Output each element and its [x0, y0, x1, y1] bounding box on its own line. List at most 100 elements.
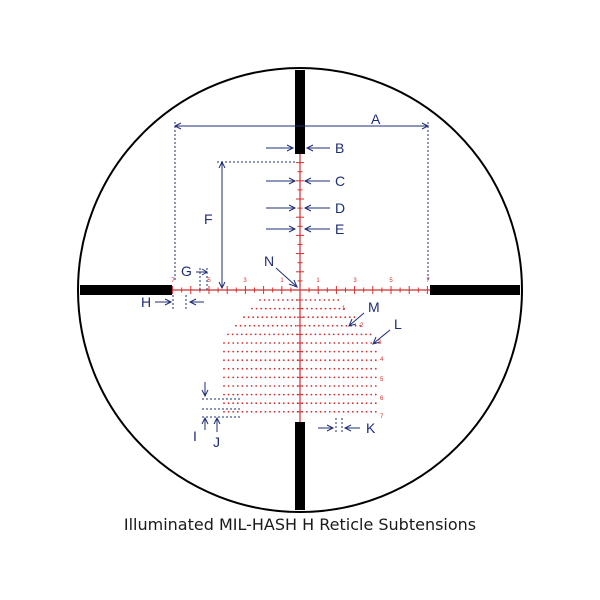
tree-dot [241, 402, 244, 405]
tree-dot [261, 316, 264, 319]
tree-dot [374, 393, 377, 396]
label-i: I [193, 428, 197, 444]
horizontal-hash-marks [172, 286, 428, 294]
tree-dot [315, 376, 317, 379]
figure-caption: Illuminated MIL-HASH H Reticle Subtensio… [123, 515, 477, 534]
tree-dot [277, 299, 280, 301]
tree-dot [374, 410, 377, 413]
tree-dot [342, 402, 345, 405]
tree-dot [241, 342, 244, 344]
tree-dot [323, 333, 326, 336]
tree-dot [361, 385, 363, 387]
tree-dot [259, 299, 261, 301]
tree-dot [278, 385, 281, 387]
tree-dot [251, 307, 253, 310]
tree-dot [286, 299, 289, 301]
h-number-right-1: 1 [316, 278, 320, 284]
tree-dot [287, 367, 290, 370]
tree-dot [328, 350, 331, 353]
tree-dot [291, 299, 294, 301]
tree-dot [319, 376, 322, 379]
tree-dot [227, 376, 230, 379]
tree-dot [365, 359, 368, 362]
tree-dot [293, 316, 296, 319]
tree-dot [328, 410, 331, 413]
tree-dot [365, 333, 367, 336]
tree-dot [318, 299, 321, 301]
tree-dot [258, 324, 260, 327]
h-number-right-3: 3 [353, 278, 357, 284]
tree-dot [264, 350, 267, 353]
tree-dot [351, 385, 354, 387]
tree-dot [369, 333, 372, 336]
tree-dot [282, 367, 285, 370]
tree-dot [223, 359, 225, 362]
tree-dot [292, 402, 294, 405]
tree-dot [236, 385, 239, 387]
tree-dot [277, 333, 280, 336]
tree-dot [319, 410, 322, 413]
label-k: K [366, 420, 376, 436]
tree-dot [328, 385, 331, 387]
tree-dot [223, 393, 225, 396]
tree-dot [347, 342, 350, 344]
tree-dot [268, 299, 271, 301]
tree-dot [269, 367, 271, 370]
tree-dot [370, 359, 373, 362]
tree-dot [316, 316, 319, 319]
tree-dot [335, 316, 337, 319]
label-a: A [371, 111, 381, 127]
tree-dot [313, 324, 316, 327]
tree-dot [315, 410, 317, 413]
tree-dot [314, 333, 317, 336]
tree-dot [243, 316, 245, 319]
tree-dot [333, 367, 336, 370]
tree-dot [246, 359, 248, 362]
tree-dot [322, 324, 325, 327]
tree-dot [273, 393, 276, 396]
tree-dot [292, 410, 294, 413]
bottom-post [295, 422, 305, 510]
tree-dot [342, 385, 345, 387]
tree-dot [374, 367, 377, 370]
tree-dot [347, 350, 350, 353]
tree-dot [282, 393, 285, 396]
tree-dot [269, 307, 272, 310]
tree-dot [324, 376, 327, 379]
tree-dot [232, 342, 235, 344]
tree-dot [310, 393, 313, 396]
tree-dot [356, 359, 359, 362]
tree-dot [281, 324, 283, 327]
tree-dot [374, 376, 377, 379]
tree-dot [273, 376, 276, 379]
tree-dot [278, 367, 281, 370]
h-number-right-5: 5 [389, 278, 393, 284]
tree-dot [320, 307, 322, 310]
tree-dot [356, 393, 359, 396]
tree-dot [255, 350, 258, 353]
tree-dot [283, 307, 286, 310]
label-m: M [368, 299, 380, 315]
tree-dot [264, 367, 267, 370]
tree-dot [227, 333, 229, 336]
tree-dot [328, 299, 330, 301]
tree-dot [247, 316, 250, 319]
tree-dot [305, 333, 308, 336]
tree-dot [246, 376, 248, 379]
tree-dot [250, 376, 253, 379]
tree-dot [223, 385, 225, 387]
tree-dot [370, 342, 373, 344]
tree-dot [236, 359, 239, 362]
tree-dot [292, 350, 294, 353]
tree-dot [351, 410, 354, 413]
tree-dot [232, 350, 235, 353]
tree-dot [305, 393, 308, 396]
tree-dot [287, 393, 290, 396]
tree-dot [342, 410, 345, 413]
tree-dot [329, 307, 332, 310]
label-f: F [204, 211, 213, 227]
tree-dot [365, 376, 368, 379]
tree-dot [259, 342, 262, 344]
tree-dot [232, 402, 235, 405]
horizontal-stadia-numbers: 7 5 3 1 1 3 5 7 [171, 278, 430, 284]
